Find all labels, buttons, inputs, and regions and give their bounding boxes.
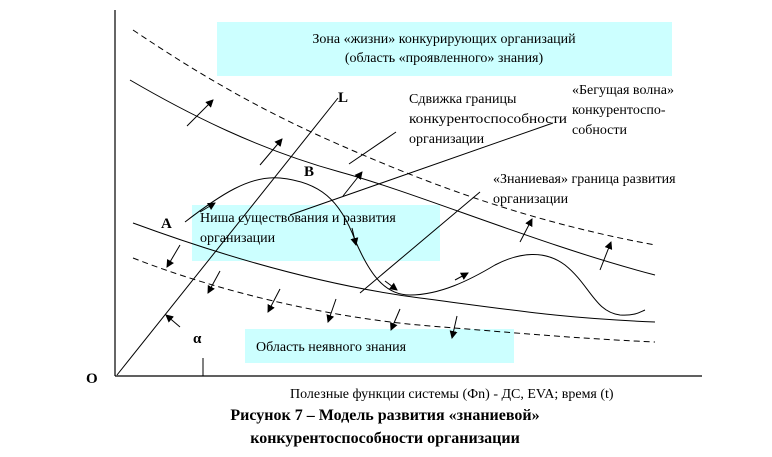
boundary-label-2: организации <box>493 192 569 207</box>
wave-arrow <box>199 202 216 213</box>
alpha-arrow <box>165 314 181 328</box>
wave-arrow <box>384 280 398 291</box>
life-zone-subtitle: (область «проявленного» знания) <box>345 51 544 66</box>
implicit-knowledge-label: Область неявного знания <box>256 340 407 355</box>
lower-dashed-boundary <box>132 257 656 343</box>
boundary-label-1: «Знаниевая» граница развития <box>493 172 676 187</box>
alpha-angle: α <box>193 331 202 347</box>
point-B: B <box>304 164 314 180</box>
running-wave-curve <box>184 177 646 316</box>
upper-dashed-boundary <box>132 29 656 246</box>
downward-shift-arrows <box>166 244 458 339</box>
implicit-knowledge-box <box>245 329 514 363</box>
caption-line-1: Рисунок 7 – Модель развития «знаниевой» <box>230 407 539 424</box>
niche-label: Ниша существования и развития <box>200 211 396 226</box>
caption-line-2: конкурентоспособности организации <box>250 430 520 447</box>
wave-arrow <box>454 272 469 281</box>
wave-label-1: «Бегущая волна» <box>572 83 674 98</box>
leader-lines <box>289 122 554 294</box>
shift-label-1: Сдвижка границы <box>409 92 517 107</box>
wave-arrow <box>390 262 392 263</box>
niche-box <box>192 205 440 261</box>
origin: O <box>86 371 98 387</box>
alpha-arrow <box>150 308 160 316</box>
wave-arrow <box>400 270 488 285</box>
point-L: L <box>338 90 348 106</box>
niche-label-2: организации <box>200 231 276 246</box>
lower-solid-boundary <box>132 222 656 323</box>
wave-arrow <box>350 227 359 246</box>
shift-label-2: конкурентоспособности <box>409 112 568 127</box>
wave-label-3: собности <box>572 123 628 138</box>
point-A: A <box>161 216 172 232</box>
life-zone-box <box>217 22 672 76</box>
upward-shift-arrows <box>186 99 613 271</box>
shift-label-3: организации <box>409 132 485 147</box>
wave-label-2: конкурентоспо- <box>572 103 666 118</box>
x-axis-label: Полезные функции системы (Фn) - ДС, EVA;… <box>290 387 614 402</box>
life-zone-title: Зона «жизни» конкурирующих организаций <box>312 32 576 47</box>
upper-solid-boundary <box>129 79 656 276</box>
line-L <box>116 97 339 376</box>
